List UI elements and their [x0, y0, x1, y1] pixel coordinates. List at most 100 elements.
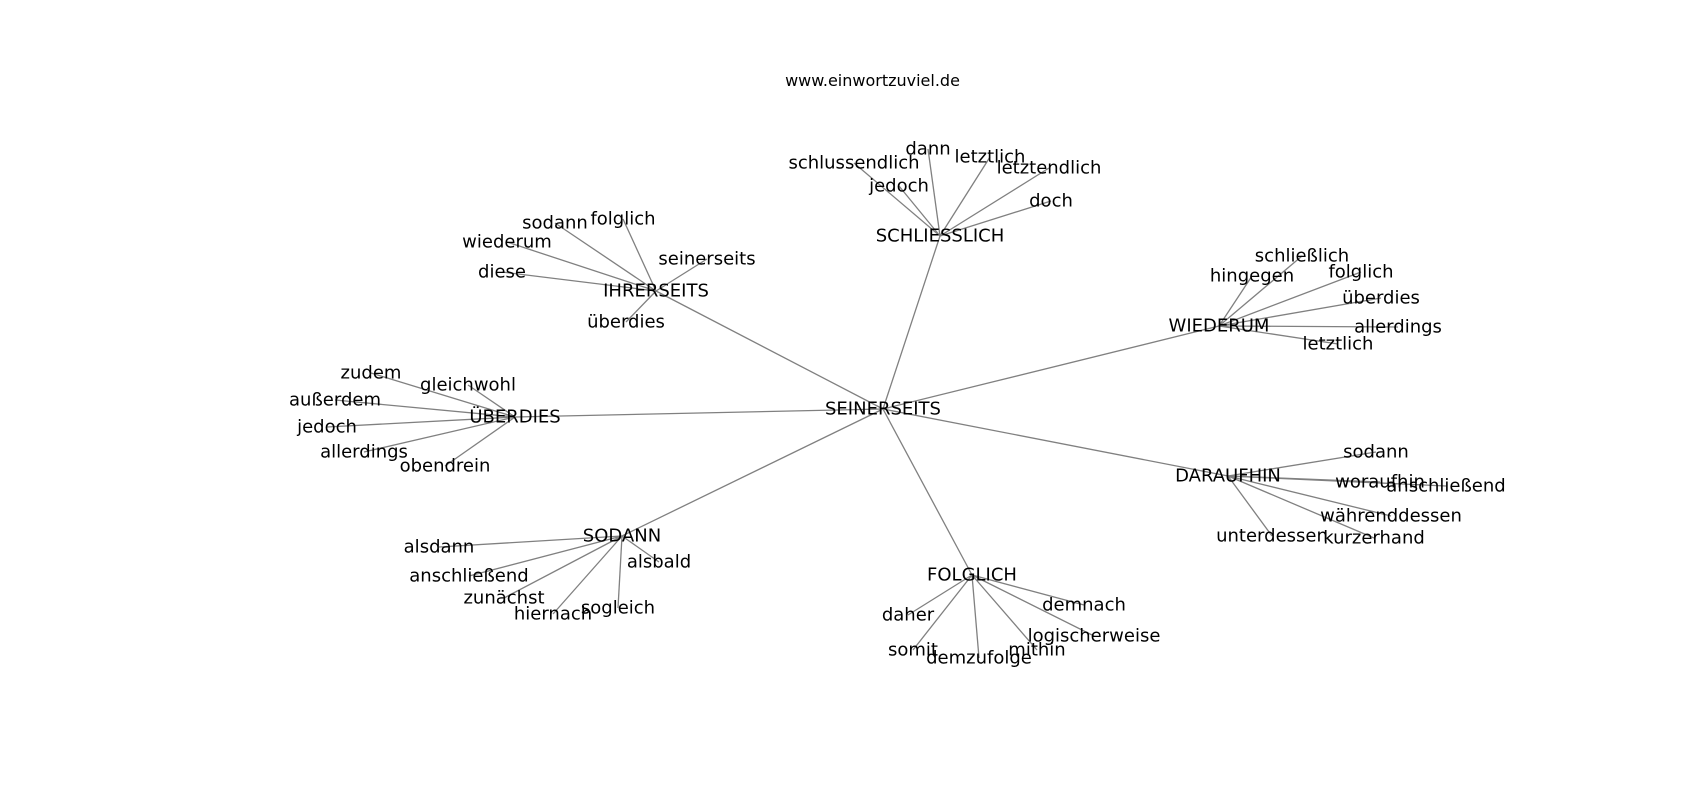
- leaf-node-label: sodann: [522, 213, 588, 234]
- leaf-node-label: zudem: [341, 363, 402, 384]
- leaf-node-label: sodann: [1343, 442, 1409, 463]
- graph-edges: [326, 148, 1447, 659]
- leaf-node-label: doch: [1029, 191, 1073, 212]
- leaf-node-label: mithin: [1008, 640, 1065, 661]
- edge-hub-to-leaf: [503, 535, 623, 599]
- leaf-node-label: überdies: [587, 312, 665, 333]
- leaf-node-label: obendrein: [400, 456, 491, 477]
- edge-hub-to-leaf: [939, 167, 1050, 237]
- edge-hub-to-leaf: [326, 416, 516, 428]
- hub-node-label: FOLGLICH: [927, 565, 1017, 586]
- edge-hub-to-leaf: [1218, 297, 1382, 327]
- leaf-node-label: sogleich: [581, 598, 655, 619]
- leaf-node-label: seinerseits: [658, 249, 755, 270]
- leaf-node-label: letztlich: [955, 147, 1026, 168]
- hub-node-label: SODANN: [583, 526, 661, 547]
- edge-hub-to-leaf: [971, 574, 1085, 606]
- edge-hub-to-leaf: [1227, 475, 1273, 537]
- edge-root-to-hub: [882, 325, 1220, 410]
- leaf-node-label: dann: [905, 139, 950, 160]
- leaf-node-label: kurzerhand: [1323, 528, 1425, 549]
- leaf-node-label: alsbald: [627, 552, 691, 573]
- edge-hub-to-leaf: [468, 535, 623, 577]
- edge-hub-to-leaf: [1218, 275, 1253, 327]
- edge-hub-to-leaf: [552, 535, 623, 615]
- edge-hub-to-leaf: [939, 156, 991, 237]
- edge-hub-to-leaf: [655, 258, 708, 292]
- edge-hub-to-leaf: [438, 535, 623, 548]
- edge-hub-to-leaf: [971, 574, 980, 659]
- leaf-node-label: außerdem: [289, 390, 381, 411]
- leaf-node-label: währenddessen: [1320, 506, 1462, 527]
- leaf-node-label: daher: [882, 605, 935, 626]
- leaf-node-label: gleichwohl: [420, 375, 516, 396]
- edge-hub-to-leaf: [1227, 475, 1447, 487]
- edge-root-to-hub: [882, 408, 1229, 477]
- leaf-node-label: demzufolge: [926, 648, 1032, 669]
- edge-hub-to-leaf: [506, 241, 657, 292]
- edge-hub-to-leaf: [1218, 325, 1399, 328]
- leaf-node-label: jedoch: [868, 176, 929, 197]
- edge-hub-to-leaf: [467, 384, 516, 418]
- root-node-label: SEINERSEITS: [825, 399, 941, 420]
- edge-root-to-hub: [621, 408, 884, 537]
- hub-node-label: SCHLIESSLICH: [876, 226, 1005, 247]
- leaf-node-label: überdies: [1342, 288, 1420, 309]
- edge-hub-to-leaf: [1227, 451, 1377, 477]
- edge-hub-to-leaf: [501, 271, 657, 292]
- leaf-node-label: folglich: [1328, 262, 1393, 283]
- leaf-node-label: anschließend: [1386, 476, 1505, 497]
- hub-node-label: ÜBERDIES: [469, 406, 560, 428]
- hub-node-label: WIEDERUM: [1169, 316, 1270, 337]
- edge-hub-to-leaf: [621, 535, 660, 563]
- edge-hub-to-leaf: [617, 535, 623, 609]
- edge-hub-to-leaf: [1218, 271, 1362, 327]
- edge-hub-to-leaf: [554, 222, 657, 292]
- leaf-node-label: jedoch: [296, 417, 357, 438]
- leaf-node-label: hiernach: [514, 604, 592, 625]
- leaf-node-label: letztendlich: [997, 158, 1102, 179]
- edge-hub-to-leaf: [370, 372, 516, 418]
- edge-root-to-hub: [655, 290, 884, 410]
- leaf-node-label: schlussendlich: [788, 153, 919, 174]
- leaf-node-label: allerdings: [1354, 317, 1442, 338]
- leaf-node-label: unterdessen: [1216, 526, 1328, 547]
- leaf-node-label: letztlich: [1303, 334, 1374, 355]
- leaf-node-label: demnach: [1042, 595, 1126, 616]
- leaf-node-label: woraufhin: [1335, 472, 1425, 493]
- edge-hub-to-leaf: [939, 200, 1052, 237]
- leaf-node-label: allerdings: [320, 442, 408, 463]
- edge-hub-to-leaf: [334, 399, 516, 418]
- edge-hub-to-leaf: [853, 162, 941, 237]
- edge-root-to-hub: [882, 235, 941, 410]
- edge-hub-to-leaf: [363, 416, 516, 453]
- edge-hub-to-leaf: [927, 148, 941, 237]
- edge-hub-to-leaf: [444, 416, 516, 467]
- edge-root-to-hub: [514, 408, 884, 418]
- edge-hub-to-leaf: [1218, 255, 1303, 327]
- leaf-node-label: alsdann: [404, 537, 475, 558]
- edge-hub-to-leaf: [912, 574, 973, 651]
- leaf-node-label: wiederum: [462, 232, 552, 253]
- edge-hub-to-leaf: [898, 185, 941, 237]
- edge-hub-to-leaf: [1227, 475, 1392, 517]
- edge-hub-to-leaf: [971, 574, 1038, 651]
- edge-hub-to-leaf: [1227, 475, 1375, 539]
- edge-root-to-hub: [882, 408, 973, 576]
- edge-hub-to-leaf: [907, 574, 973, 616]
- edge-hub-to-leaf: [622, 218, 657, 292]
- leaf-node-label: somit: [888, 640, 938, 661]
- edge-hub-to-leaf: [1218, 325, 1339, 345]
- leaf-node-label: logischerweise: [1028, 626, 1161, 647]
- leaf-node-label: diese: [478, 262, 526, 283]
- leaf-node-label: hingegen: [1210, 266, 1294, 287]
- edge-hub-to-leaf: [625, 290, 657, 323]
- leaf-node-label: schließlich: [1255, 246, 1349, 267]
- leaf-node-label: anschließend: [409, 566, 528, 587]
- site-url: www.einwortzuviel.de: [785, 71, 960, 90]
- hub-node-label: DARAUFHIN: [1175, 466, 1281, 487]
- hub-node-label: IHRERSEITS: [603, 281, 709, 302]
- leaf-node-label: zunächst: [463, 588, 544, 609]
